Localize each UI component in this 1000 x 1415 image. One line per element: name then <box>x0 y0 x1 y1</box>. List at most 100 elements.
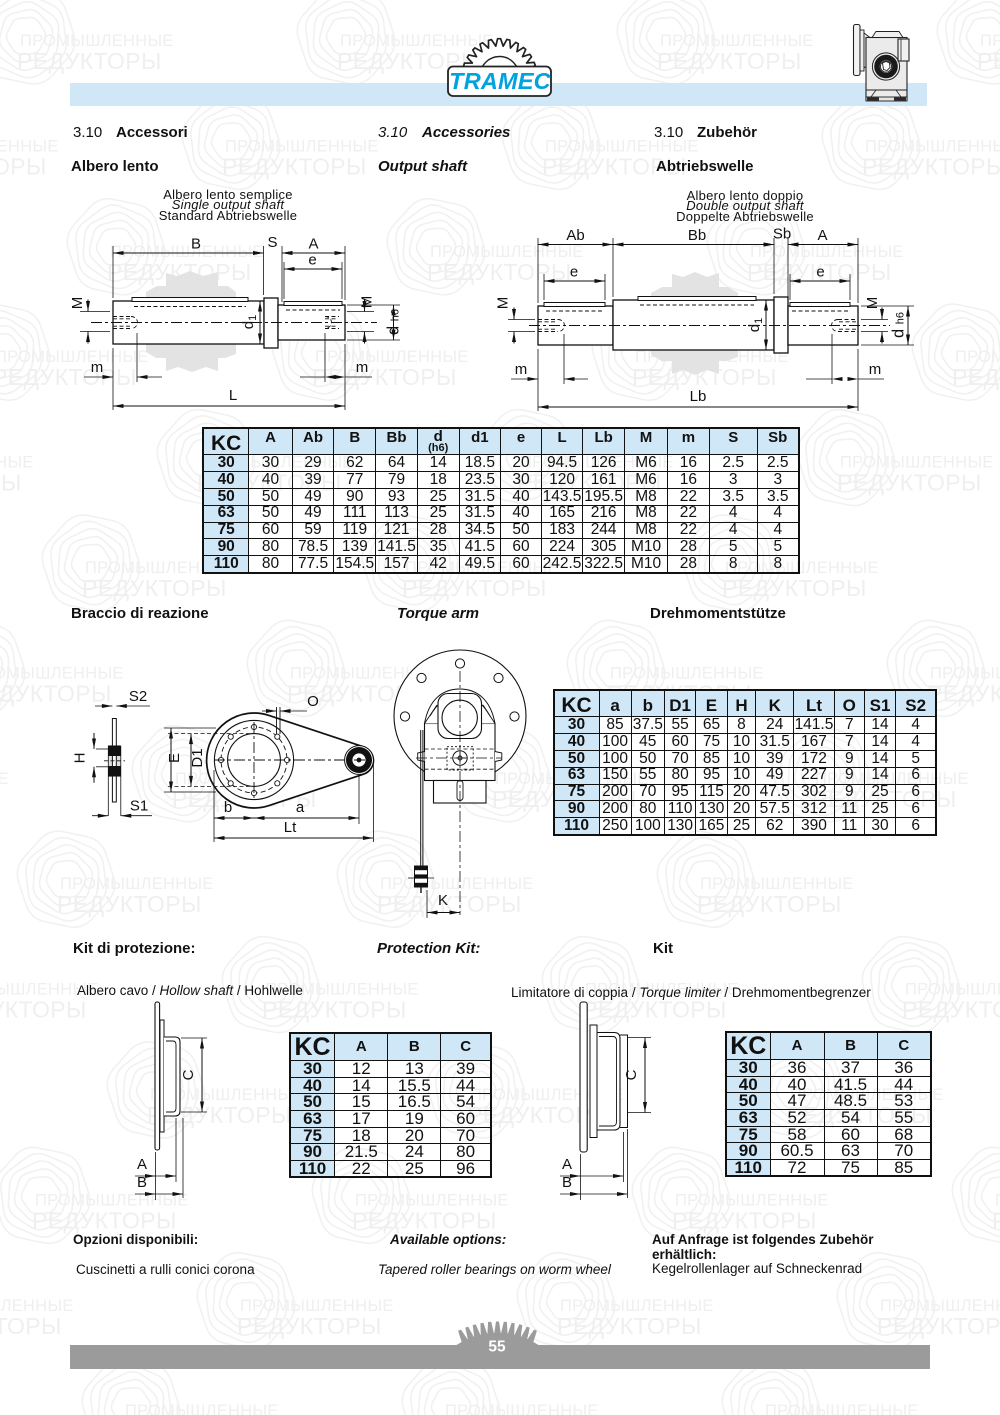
svg-text:ПРОМЫШЛЕННЫЕ: ПРОМЫШЛЕННЫЕ <box>930 664 1000 682</box>
svg-text:b: b <box>224 799 232 816</box>
svg-text:РЕДУКТОРЫ: РЕДУКТОРЫ <box>57 891 202 917</box>
svg-text:m: m <box>356 359 369 376</box>
svg-text:ПРОМЫШЛЕННЫЕ: ПРОМЫШЛЕННЫЕ <box>60 875 214 893</box>
svg-text:ПРОМЫШЛЕННЫЕ: ПРОМЫШЛЕННЫЕ <box>340 32 494 50</box>
svg-text:ПРОМЫШЛЕННЫЕ: ПРОМЫШЛЕННЫЕ <box>0 1297 74 1315</box>
svg-text:Sb: Sb <box>773 226 791 243</box>
svg-text:ПРОМЫШЛЕННЫЕ: ПРОМЫШЛЕННЫЕ <box>355 1191 509 1209</box>
svg-text:S1: S1 <box>130 798 148 815</box>
svg-text:ПРОМЫШЛЕННЫЕ: ПРОМЫШЛЕННЫЕ <box>240 1297 394 1315</box>
svg-text:ПРОМЫШЛЕННЫЕ: ПРОМЫШЛЕННЫЕ <box>880 1297 1000 1315</box>
svg-text:ПРОМЫШЛЕННЫЕ: ПРОМЫШЛЕННЫЕ <box>265 981 419 999</box>
svg-text:Ab: Ab <box>566 227 584 244</box>
svg-text:ПРОМЫШЛЕННЫЕ: ПРОМЫШЛЕННЫЕ <box>765 1402 919 1415</box>
svg-text:РЕДУКТОРЫ: РЕДУКТОРЫ <box>837 470 982 496</box>
svg-text:A: A <box>137 1156 147 1173</box>
svg-text:РЕДУКТОРЫ: РЕДУКТОРЫ <box>877 1313 1000 1339</box>
svg-text:M: M <box>69 297 86 310</box>
svg-text:ПРОМЫШЛЕННЫЕ: ПРОМЫШЛЕННЫЕ <box>610 664 764 682</box>
svg-text:РЕДУКТОРЫ: РЕДУКТОРЫ <box>402 575 547 601</box>
svg-text:B: B <box>191 236 201 253</box>
svg-text:m: m <box>515 361 528 378</box>
svg-text:ПРОМЫШЛЕННЫЕ: ПРОМЫШЛЕННЫЕ <box>0 348 149 366</box>
svg-text:E: E <box>166 753 183 763</box>
svg-text:ПРОМЫШЛЕННЫЕ: ПРОМЫШЛЕННЫЕ <box>35 1191 189 1209</box>
svg-text:РЕДУКТОРЫ: РЕДУКТОРЫ <box>82 575 227 601</box>
svg-text:ПРОМЫШЛЕННЫЕ: ПРОМЫШЛЕННЫЕ <box>560 1297 714 1315</box>
svg-text:ПРОМЫШЛЕННЫЕ: ПРОМЫШЛЕННЫЕ <box>980 32 1000 50</box>
svg-text:РЕДУКТОРЫ: РЕДУКТОРЫ <box>542 153 687 179</box>
svg-text:РЕДУКТОРЫ: РЕДУКТОРЫ <box>862 153 1000 179</box>
svg-text:ПРОМЫШЛЕННЫЕ: ПРОМЫШЛЕННЫЕ <box>0 664 124 682</box>
svg-text:Lt: Lt <box>284 819 297 836</box>
svg-text:H: H <box>72 753 89 764</box>
svg-text:ПРОМЫШЛЕННЫЕ: ПРОМЫШЛЕННЫЕ <box>225 137 379 155</box>
svg-text:ПРОМЫШЛЕННЫЕ: ПРОМЫШЛЕННЫЕ <box>955 348 1000 366</box>
svg-text:РЕДУКТОРЫ: РЕДУКТОРЫ <box>722 575 867 601</box>
svg-text:ПРОМЫШЛЕННЫЕ: ПРОМЫШЛЕННЫЕ <box>85 559 239 577</box>
svg-text:K: K <box>438 892 448 909</box>
svg-text:D1: D1 <box>189 748 206 767</box>
svg-text:ПРОМЫШЛЕННЫЕ: ПРОМЫШЛЕННЫЕ <box>585 981 739 999</box>
svg-text:ПРОМЫШЛЕННЫЕ: ПРОМЫШЛЕННЫЕ <box>995 1191 1000 1209</box>
svg-text:РЕДУКТОРЫ: РЕДУКТОРЫ <box>32 1207 177 1233</box>
svg-text:РЕДУКТОРЫ: РЕДУКТОРЫ <box>992 1207 1000 1233</box>
svg-text:m: m <box>91 359 104 376</box>
svg-text:ПРОМЫШЛЕННЫЕ: ПРОМЫШЛЕННЫЕ <box>430 243 584 261</box>
svg-text:d h6: d h6 <box>385 309 403 335</box>
svg-text:РЕДУКТОРЫ: РЕДУКТОРЫ <box>657 48 802 74</box>
svg-text:ПРОМЫШЛЕННЫЕ: ПРОМЫШЛЕННЫЕ <box>700 875 854 893</box>
svg-text:РЕДУКТОРЫ: РЕДУКТОРЫ <box>17 48 162 74</box>
svg-text:e: e <box>816 264 824 281</box>
svg-text:РЕДУКТОРЫ: РЕДУКТОРЫ <box>902 997 1000 1023</box>
svg-text:Bb: Bb <box>688 227 706 244</box>
svg-text:ПРОМЫШЛЕННЫЕ: ПРОМЫШЛЕННЫЕ <box>0 137 59 155</box>
svg-text:ПРОМЫШЛЕННЫЕ: ПРОМЫШЛЕННЫЕ <box>0 981 99 999</box>
svg-text:РЕДУКТОРЫ: РЕДУКТОРЫ <box>672 1207 817 1233</box>
svg-text:ПРОМЫШЛЕННЫЕ: ПРОМЫШЛЕННЫЕ <box>445 1402 599 1415</box>
svg-text:РЕДУКТОРЫ: РЕДУКТОРЫ <box>0 470 22 496</box>
svg-text:ПРОМЫШЛЕННЫЕ: ПРОМЫШЛЕННЫЕ <box>150 1086 304 1104</box>
svg-text:РЕДУКТОРЫ: РЕДУКТОРЫ <box>977 48 1000 74</box>
svg-text:РЕДУКТОРЫ: РЕДУКТОРЫ <box>697 891 842 917</box>
svg-text:B: B <box>137 1174 147 1191</box>
svg-text:РЕДУКТОРЫ: РЕДУКТОРЫ <box>262 997 407 1023</box>
svg-text:ПРОМЫШЛЕННЫЕ: ПРОМЫШЛЕННЫЕ <box>0 454 34 472</box>
svg-text:A: A <box>817 227 827 244</box>
svg-text:O: O <box>307 693 319 710</box>
svg-text:ПРОМЫШЛЕННЫЕ: ПРОМЫШЛЕННЫЕ <box>0 770 9 788</box>
svg-text:M: M <box>495 297 512 310</box>
svg-text:ПРОМЫШЛЕННЫЕ: ПРОМЫШЛЕННЫЕ <box>110 243 264 261</box>
svg-text:A: A <box>308 236 318 253</box>
svg-text:ПРОМЫШЛЕННЫЕ: ПРОМЫШЛЕННЫЕ <box>20 32 174 50</box>
svg-text:m: m <box>869 361 882 378</box>
svg-text:ПРОМЫШЛЕННЫЕ: ПРОМЫШЛЕННЫЕ <box>125 1402 279 1415</box>
svg-text:M: M <box>359 296 376 309</box>
svg-text:S: S <box>267 234 277 251</box>
svg-text:РЕДУКТОРЫ: РЕДУКТОРЫ <box>222 153 367 179</box>
svg-text:55: 55 <box>488 1339 506 1356</box>
svg-text:РЕДУКТОРЫ: РЕДУКТОРЫ <box>747 259 892 285</box>
svg-text:d h6: d h6 <box>890 312 908 338</box>
svg-text:РЕДУКТОРЫ: РЕДУКТОРЫ <box>0 153 47 179</box>
svg-text:M: M <box>864 297 881 310</box>
svg-text:РЕДУКТОРЫ: РЕДУКТОРЫ <box>352 1207 497 1233</box>
svg-text:L: L <box>229 387 237 404</box>
svg-text:TRAMEC: TRAMEC <box>449 68 552 94</box>
svg-text:Lb: Lb <box>690 388 707 405</box>
svg-text:РЕДУКТОРЫ: РЕДУКТОРЫ <box>927 680 1000 706</box>
svg-text:e: e <box>570 264 578 281</box>
svg-text:S2: S2 <box>129 688 147 705</box>
svg-text:ПРОМЫШЛЕННЫЕ: ПРОМЫШЛЕННЫЕ <box>675 1191 829 1209</box>
svg-text:РЕДУКТОРЫ: РЕДУКТОРЫ <box>952 364 1000 390</box>
svg-text:C: C <box>180 1069 197 1080</box>
svg-text:ПРОМЫШЛЕННЫЕ: ПРОМЫШЛЕННЫЕ <box>315 348 469 366</box>
svg-text:РЕДУКТОРЫ: РЕДУКТОРЫ <box>0 1313 62 1339</box>
svg-text:РЕДУКТОРЫ: РЕДУКТОРЫ <box>0 680 112 706</box>
svg-text:C: C <box>623 1069 640 1080</box>
svg-text:a: a <box>296 799 305 816</box>
svg-text:РЕДУКТОРЫ: РЕДУКТОРЫ <box>237 1313 382 1339</box>
svg-text:ПРОМЫШЛЕННЫЕ: ПРОМЫШЛЕННЫЕ <box>545 137 699 155</box>
svg-text:РЕДУКТОРЫ: РЕДУКТОРЫ <box>582 997 727 1023</box>
svg-text:РЕДУКТОРЫ: РЕДУКТОРЫ <box>557 1313 702 1339</box>
